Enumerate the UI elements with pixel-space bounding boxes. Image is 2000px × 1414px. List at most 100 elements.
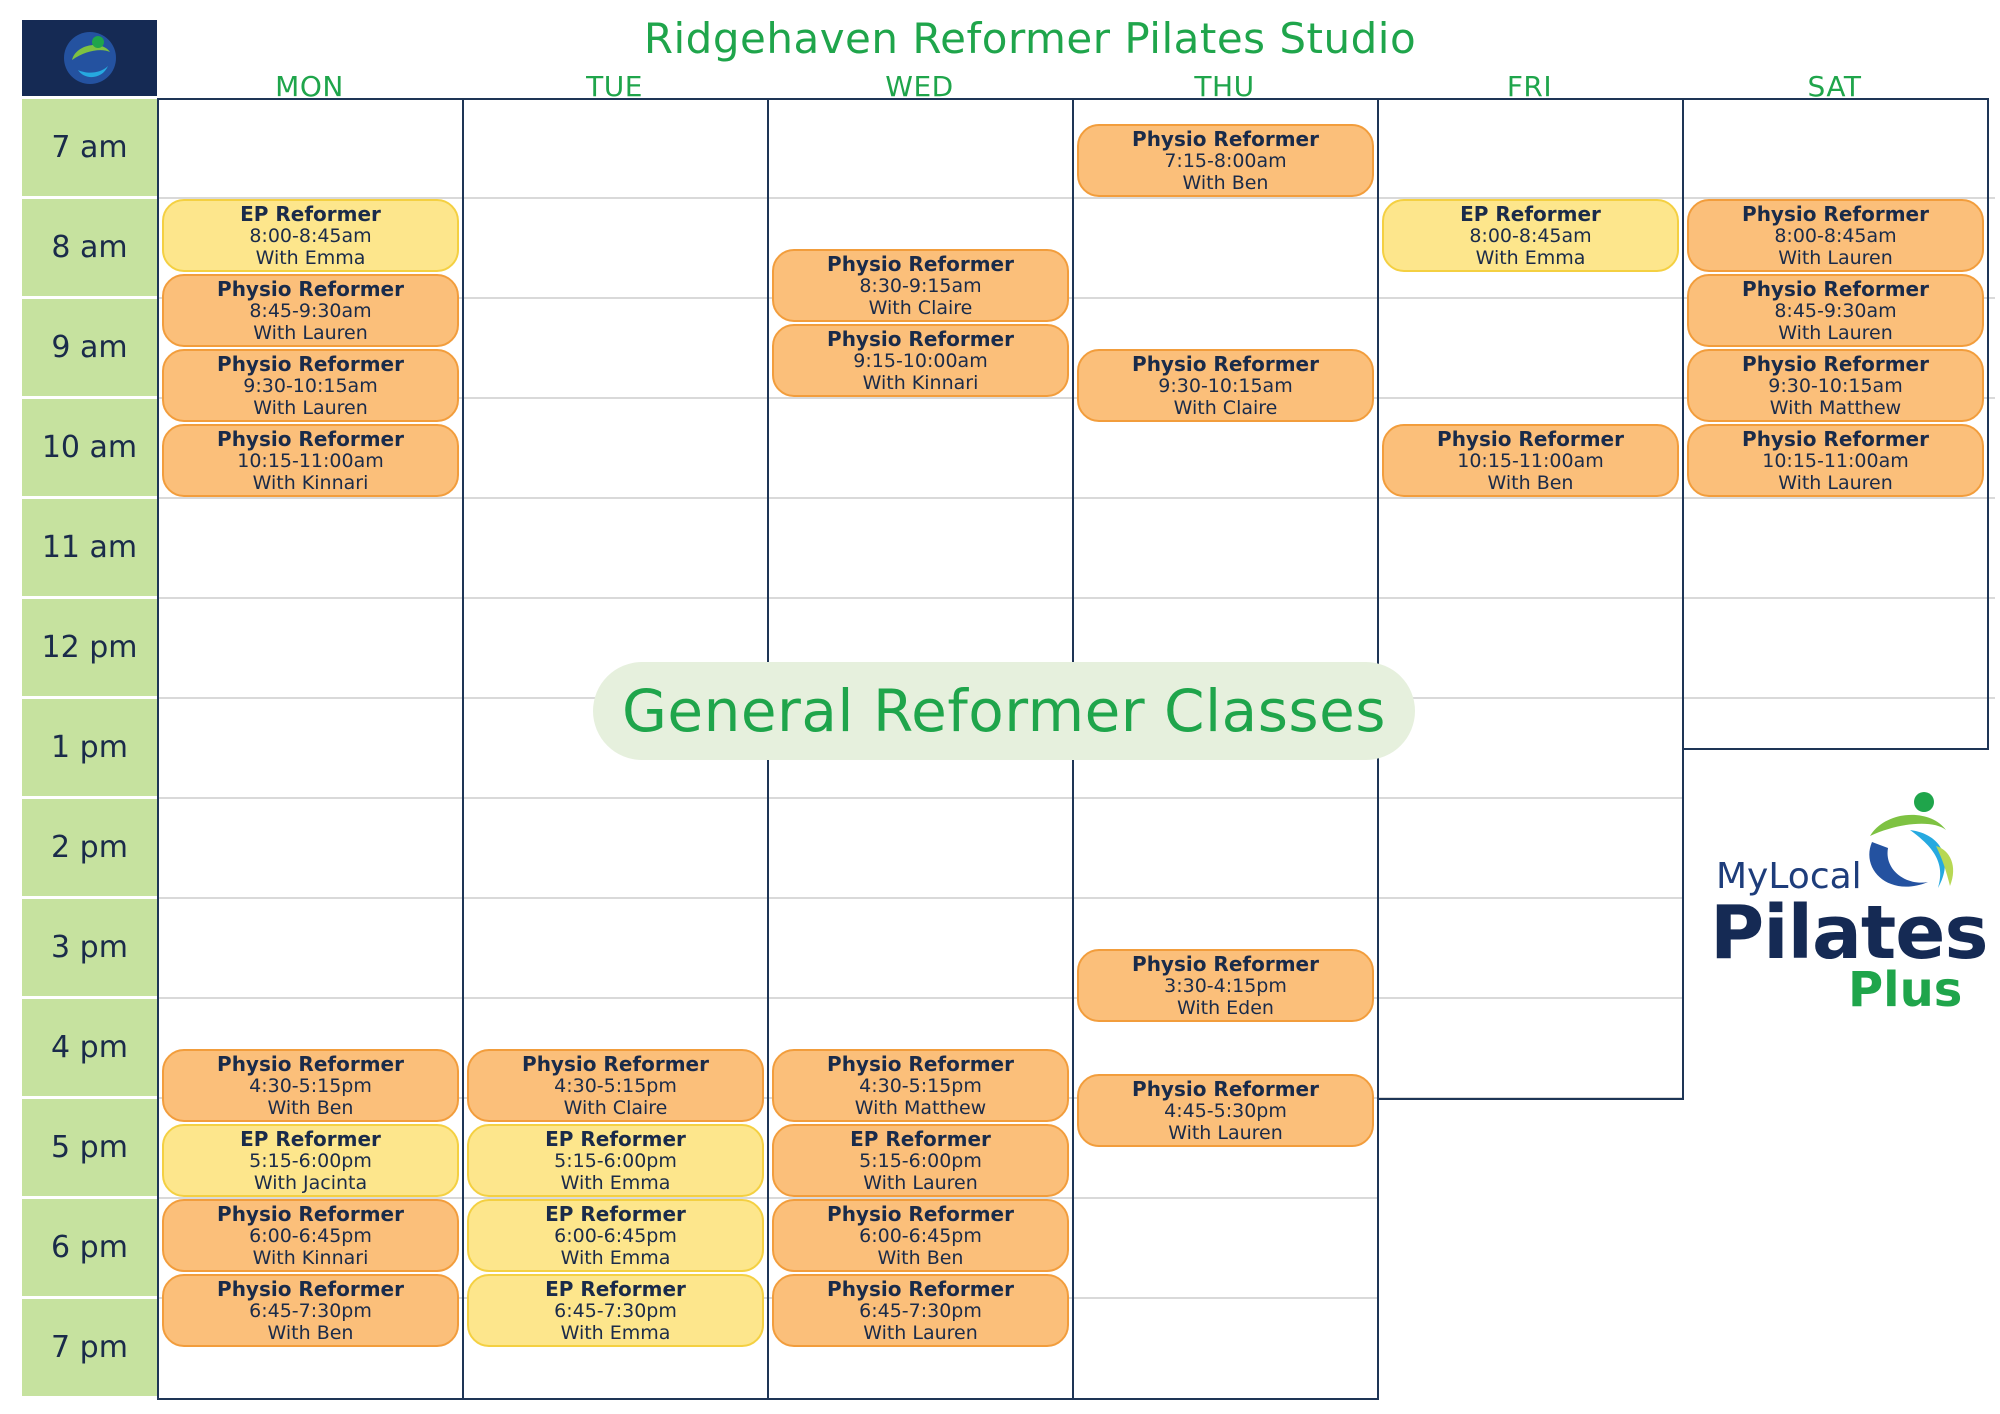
hour-gridline (157, 997, 1683, 999)
class-instructor: With Lauren (253, 321, 368, 344)
class-instructor: With Ben (267, 1321, 354, 1344)
class-instructor: With Lauren (1778, 471, 1893, 494)
day-header-tue: TUE (586, 70, 643, 103)
class-name: Physio Reformer (1132, 1076, 1319, 1101)
day-header-sat: SAT (1807, 70, 1862, 103)
class-time: 4:30-5:15pm (249, 1074, 372, 1097)
hour-gridline (157, 497, 1995, 499)
class-time: 5:15-6:00pm (554, 1149, 677, 1172)
class-instructor: With Lauren (1778, 321, 1893, 344)
brand-pilates-text: Pilates (1710, 890, 1989, 976)
class-instructor: With Lauren (1168, 1121, 1283, 1144)
time-label: 3 pm (22, 899, 157, 996)
class-time: 6:45-7:30pm (249, 1299, 372, 1322)
time-label: 5 pm (22, 1099, 157, 1196)
class-time: 10:15-11:00am (1762, 449, 1909, 472)
class-instructor: With Ben (877, 1246, 964, 1269)
class-time: 3:30-4:15pm (1164, 974, 1287, 997)
mylocal-pilates-figure-icon (63, 32, 116, 84)
class-name: Physio Reformer (217, 276, 404, 301)
day-header-fri: FRI (1506, 70, 1553, 103)
class-name: Physio Reformer (1437, 426, 1624, 451)
class-instructor: With Lauren (1778, 246, 1893, 269)
class-time: 8:00-8:45am (1469, 224, 1592, 247)
day-header-wed: WED (885, 70, 954, 103)
class-instructor: With Emma (560, 1246, 671, 1269)
class-time: 8:30-9:15am (859, 274, 982, 297)
pilates-figure-icon (1869, 792, 1954, 888)
class-name: Physio Reformer (217, 351, 404, 376)
class-name: Physio Reformer (827, 326, 1014, 351)
class-instructor: With Matthew (854, 1096, 987, 1119)
class-instructor: With Ben (267, 1096, 354, 1119)
brand-plus-text: Plus (1848, 962, 1963, 1018)
general-classes-banner: General Reformer Classes (593, 662, 1415, 760)
hour-gridline (157, 597, 1995, 599)
hour-gridline (157, 297, 1995, 299)
class-instructor: With Emma (560, 1171, 671, 1194)
time-label: 9 am (22, 299, 157, 396)
day-header-mon: MON (275, 70, 344, 103)
class-name: Physio Reformer (1742, 426, 1929, 451)
class-name: Physio Reformer (827, 1201, 1014, 1226)
class-name: Physio Reformer (1132, 126, 1319, 151)
time-label: 10 am (22, 399, 157, 496)
time-label: 2 pm (22, 799, 157, 896)
class-time: 4:30-5:15pm (554, 1074, 677, 1097)
class-name: Physio Reformer (522, 1051, 709, 1076)
class-time: 10:15-11:00am (237, 449, 384, 472)
page-title: Ridgehaven Reformer Pilates Studio (643, 14, 1417, 63)
class-name: Physio Reformer (827, 1051, 1014, 1076)
class-instructor: With Claire (563, 1096, 668, 1119)
class-instructor: With Lauren (253, 396, 368, 419)
class-instructor: With Lauren (863, 1321, 978, 1344)
class-time: 9:30-10:15am (243, 374, 378, 397)
hour-gridline (157, 397, 1995, 399)
class-name: EP Reformer (545, 1201, 686, 1226)
class-instructor: With Claire (868, 296, 973, 319)
class-name: EP Reformer (240, 201, 381, 226)
hour-gridline (157, 197, 1995, 199)
class-instructor: With Matthew (1769, 396, 1902, 419)
time-label: 1 pm (22, 699, 157, 796)
day-column-sat (1682, 98, 1989, 750)
time-label: 6 pm (22, 1199, 157, 1296)
class-name: EP Reformer (545, 1126, 686, 1151)
studio-logo (22, 20, 157, 96)
class-instructor: With Kinnari (252, 1246, 369, 1269)
class-time: 6:45-7:30pm (859, 1299, 982, 1322)
class-time: 5:15-6:00pm (859, 1149, 982, 1172)
class-name: EP Reformer (545, 1276, 686, 1301)
time-label: 8 am (22, 199, 157, 296)
brand-logo: MyLocal Pilates Plus (1700, 790, 1989, 1018)
class-name: Physio Reformer (1742, 201, 1929, 226)
